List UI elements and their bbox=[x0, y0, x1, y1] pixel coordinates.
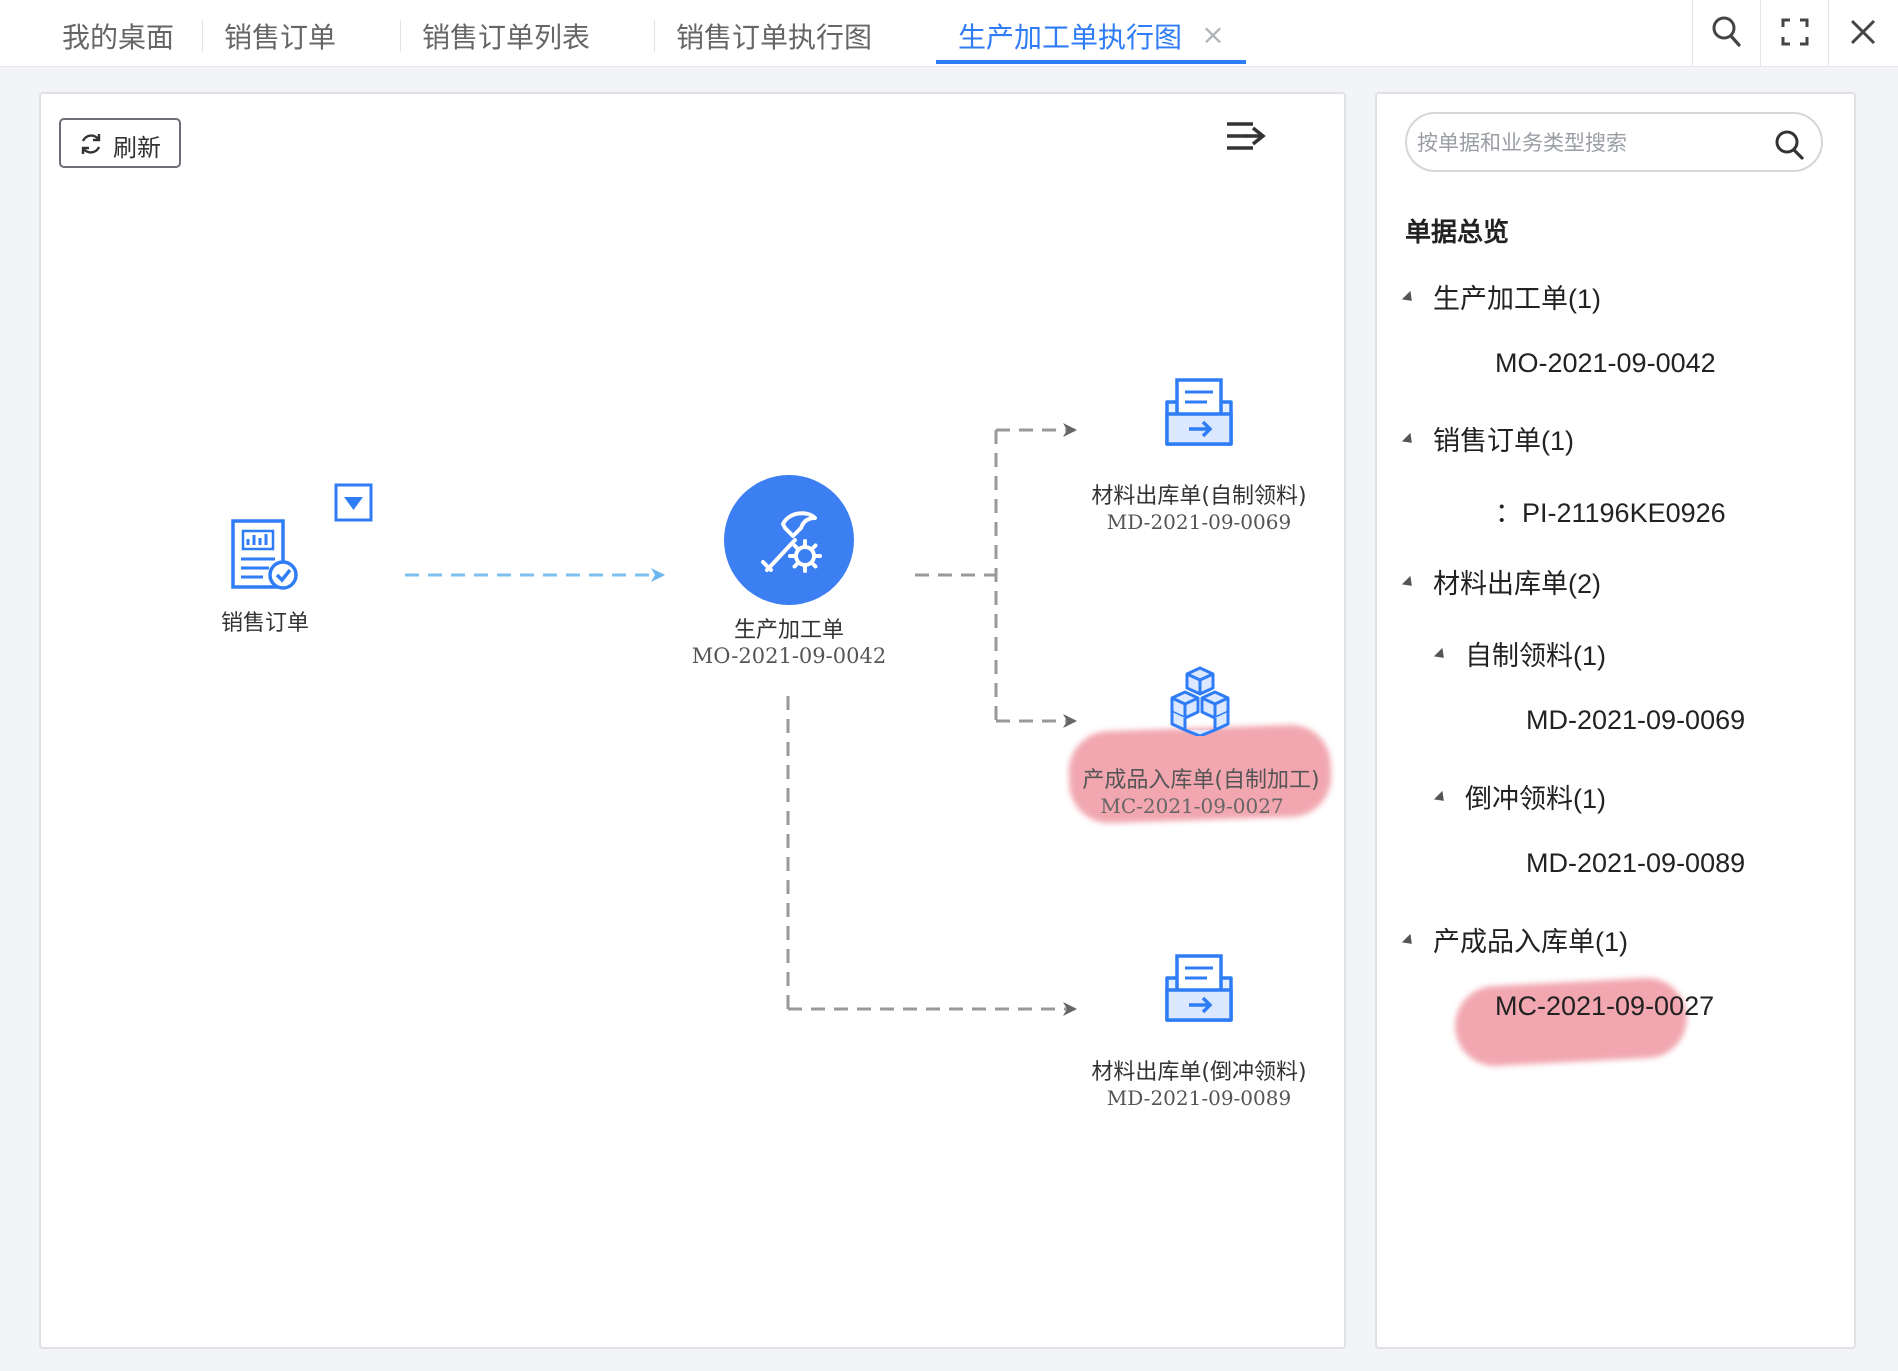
refresh-button[interactable]: 刷新 bbox=[59, 118, 181, 168]
tree-group-sales-order[interactable]: 销售订单(1) bbox=[1433, 419, 1574, 458]
search-icon[interactable] bbox=[1773, 128, 1807, 162]
close-icon bbox=[1850, 19, 1876, 45]
tree-item-backflush-issue[interactable]: MD-2021-09-0089 bbox=[1526, 848, 1745, 879]
annotation-highlight bbox=[1453, 975, 1689, 1069]
tree-row-label: ：PI-21196KE0926 bbox=[1495, 498, 1726, 528]
refresh-icon bbox=[81, 134, 101, 154]
tab-my-desktop[interactable]: 我的桌面 bbox=[62, 21, 175, 54]
tree-row-label: 产成品入库单(1) bbox=[1433, 927, 1628, 957]
tree-row-label: 材料出库单(2) bbox=[1433, 569, 1601, 599]
search-icon bbox=[1712, 16, 1741, 47]
tab-sales-order-list[interactable]: 销售订单列表 bbox=[422, 21, 591, 54]
sales-order-document-icon[interactable] bbox=[227, 517, 303, 595]
expand-dropdown-icon[interactable] bbox=[334, 483, 374, 523]
material-issue-backflush-icon[interactable] bbox=[1163, 950, 1237, 1026]
tree-subgroup-self-issue[interactable]: 自制领料(1) bbox=[1465, 634, 1606, 673]
menu-toggle-icon[interactable] bbox=[1223, 116, 1269, 162]
material-issue-self-icon[interactable] bbox=[1163, 374, 1237, 450]
document-search-input[interactable] bbox=[1415, 122, 1759, 164]
material-issue-backflush-label: 材料出库单(倒冲领料) bbox=[1091, 1060, 1307, 1085]
tree-row-label: MO-2021-09-0042 bbox=[1495, 348, 1716, 378]
production-order-node-code: MO-2021-09-0042 bbox=[691, 644, 887, 668]
tree-row-label: 销售订单(1) bbox=[1433, 426, 1574, 456]
tree-item-production-order[interactable]: MO-2021-09-0042 bbox=[1495, 348, 1716, 379]
tree-group-product-receipt[interactable]: 产成品入库单(1) bbox=[1433, 920, 1628, 959]
tab-divider bbox=[400, 20, 401, 52]
flow-connectors bbox=[405, 423, 1077, 1016]
tree-row-label: 生产加工单(1) bbox=[1433, 284, 1601, 314]
tree-collapse-caret-icon[interactable] bbox=[1401, 290, 1417, 306]
tab-bar: 我的桌面 销售订单 销售订单列表 销售订单执行图 生产加工单执行图 × bbox=[0, 0, 1898, 67]
tree-group-production-order[interactable]: 生产加工单(1) bbox=[1433, 277, 1601, 316]
flow-chart-panel: 刷新 bbox=[39, 92, 1346, 1349]
tree-collapse-caret-icon[interactable] bbox=[1401, 432, 1417, 448]
tree-item-self-issue[interactable]: MD-2021-09-0069 bbox=[1526, 705, 1745, 736]
fullscreen-button[interactable] bbox=[1760, 0, 1829, 66]
tree-row-label: MC-2021-09-0027 bbox=[1495, 991, 1715, 1021]
tree-row-label: 倒冲领料(1) bbox=[1465, 784, 1606, 814]
tab-close-icon[interactable]: × bbox=[1201, 18, 1225, 51]
document-search-box[interactable] bbox=[1405, 112, 1823, 172]
overview-title: 单据总览 bbox=[1405, 218, 1510, 248]
tab-divider bbox=[654, 20, 655, 52]
refresh-label: 刷新 bbox=[113, 134, 161, 162]
material-issue-backflush-code: MD-2021-09-0089 bbox=[1106, 1086, 1292, 1110]
document-overview-panel: 单据总览 生产加工单(1) MO-2021-09-0042 销售订单(1) ：PI-2… bbox=[1375, 92, 1856, 1349]
active-tab-indicator bbox=[936, 60, 1246, 64]
tab-production-order-chart[interactable]: 生产加工单执行图 bbox=[958, 21, 1183, 54]
tree-item-product-receipt[interactable]: MC-2021-09-0027 bbox=[1495, 991, 1714, 1022]
tree-row-label: MD-2021-09-0089 bbox=[1526, 848, 1746, 878]
product-receipt-label: 产成品入库单(自制加工) bbox=[1082, 768, 1320, 793]
material-issue-self-label: 材料出库单(自制领料) bbox=[1091, 484, 1307, 509]
tree-collapse-caret-icon[interactable] bbox=[1401, 933, 1417, 949]
tab-sales-order-chart[interactable]: 销售订单执行图 bbox=[676, 21, 873, 54]
tab-divider bbox=[202, 20, 203, 52]
tree-group-material-issue[interactable]: 材料出库单(2) bbox=[1433, 562, 1601, 601]
sales-order-node-label: 销售订单 bbox=[220, 611, 309, 636]
tree-item-sales-order[interactable]: ：PI-21196KE0926 bbox=[1495, 491, 1726, 530]
tree-collapse-caret-icon[interactable] bbox=[1401, 575, 1417, 591]
production-order-node-icon[interactable] bbox=[723, 474, 855, 606]
tab-sales-order[interactable]: 销售订单 bbox=[224, 21, 337, 54]
tree-row-label: 自制领料(1) bbox=[1465, 641, 1606, 671]
tree-collapse-caret-icon[interactable] bbox=[1433, 647, 1449, 663]
tree-collapse-caret-icon[interactable] bbox=[1433, 790, 1449, 806]
material-issue-self-code: MD-2021-09-0069 bbox=[1106, 510, 1292, 534]
fullscreen-icon bbox=[1781, 18, 1809, 46]
global-search-button[interactable] bbox=[1692, 0, 1761, 66]
product-receipt-code: MC-2021-09-0027 bbox=[1100, 794, 1284, 818]
tree-row-label: MD-2021-09-0069 bbox=[1526, 705, 1746, 735]
close-window-button[interactable] bbox=[1828, 0, 1898, 66]
tree-subgroup-backflush-issue[interactable]: 倒冲领料(1) bbox=[1465, 777, 1606, 816]
production-order-node-label: 生产加工单 bbox=[733, 618, 844, 643]
product-receipt-boxes-icon[interactable] bbox=[1163, 664, 1237, 736]
